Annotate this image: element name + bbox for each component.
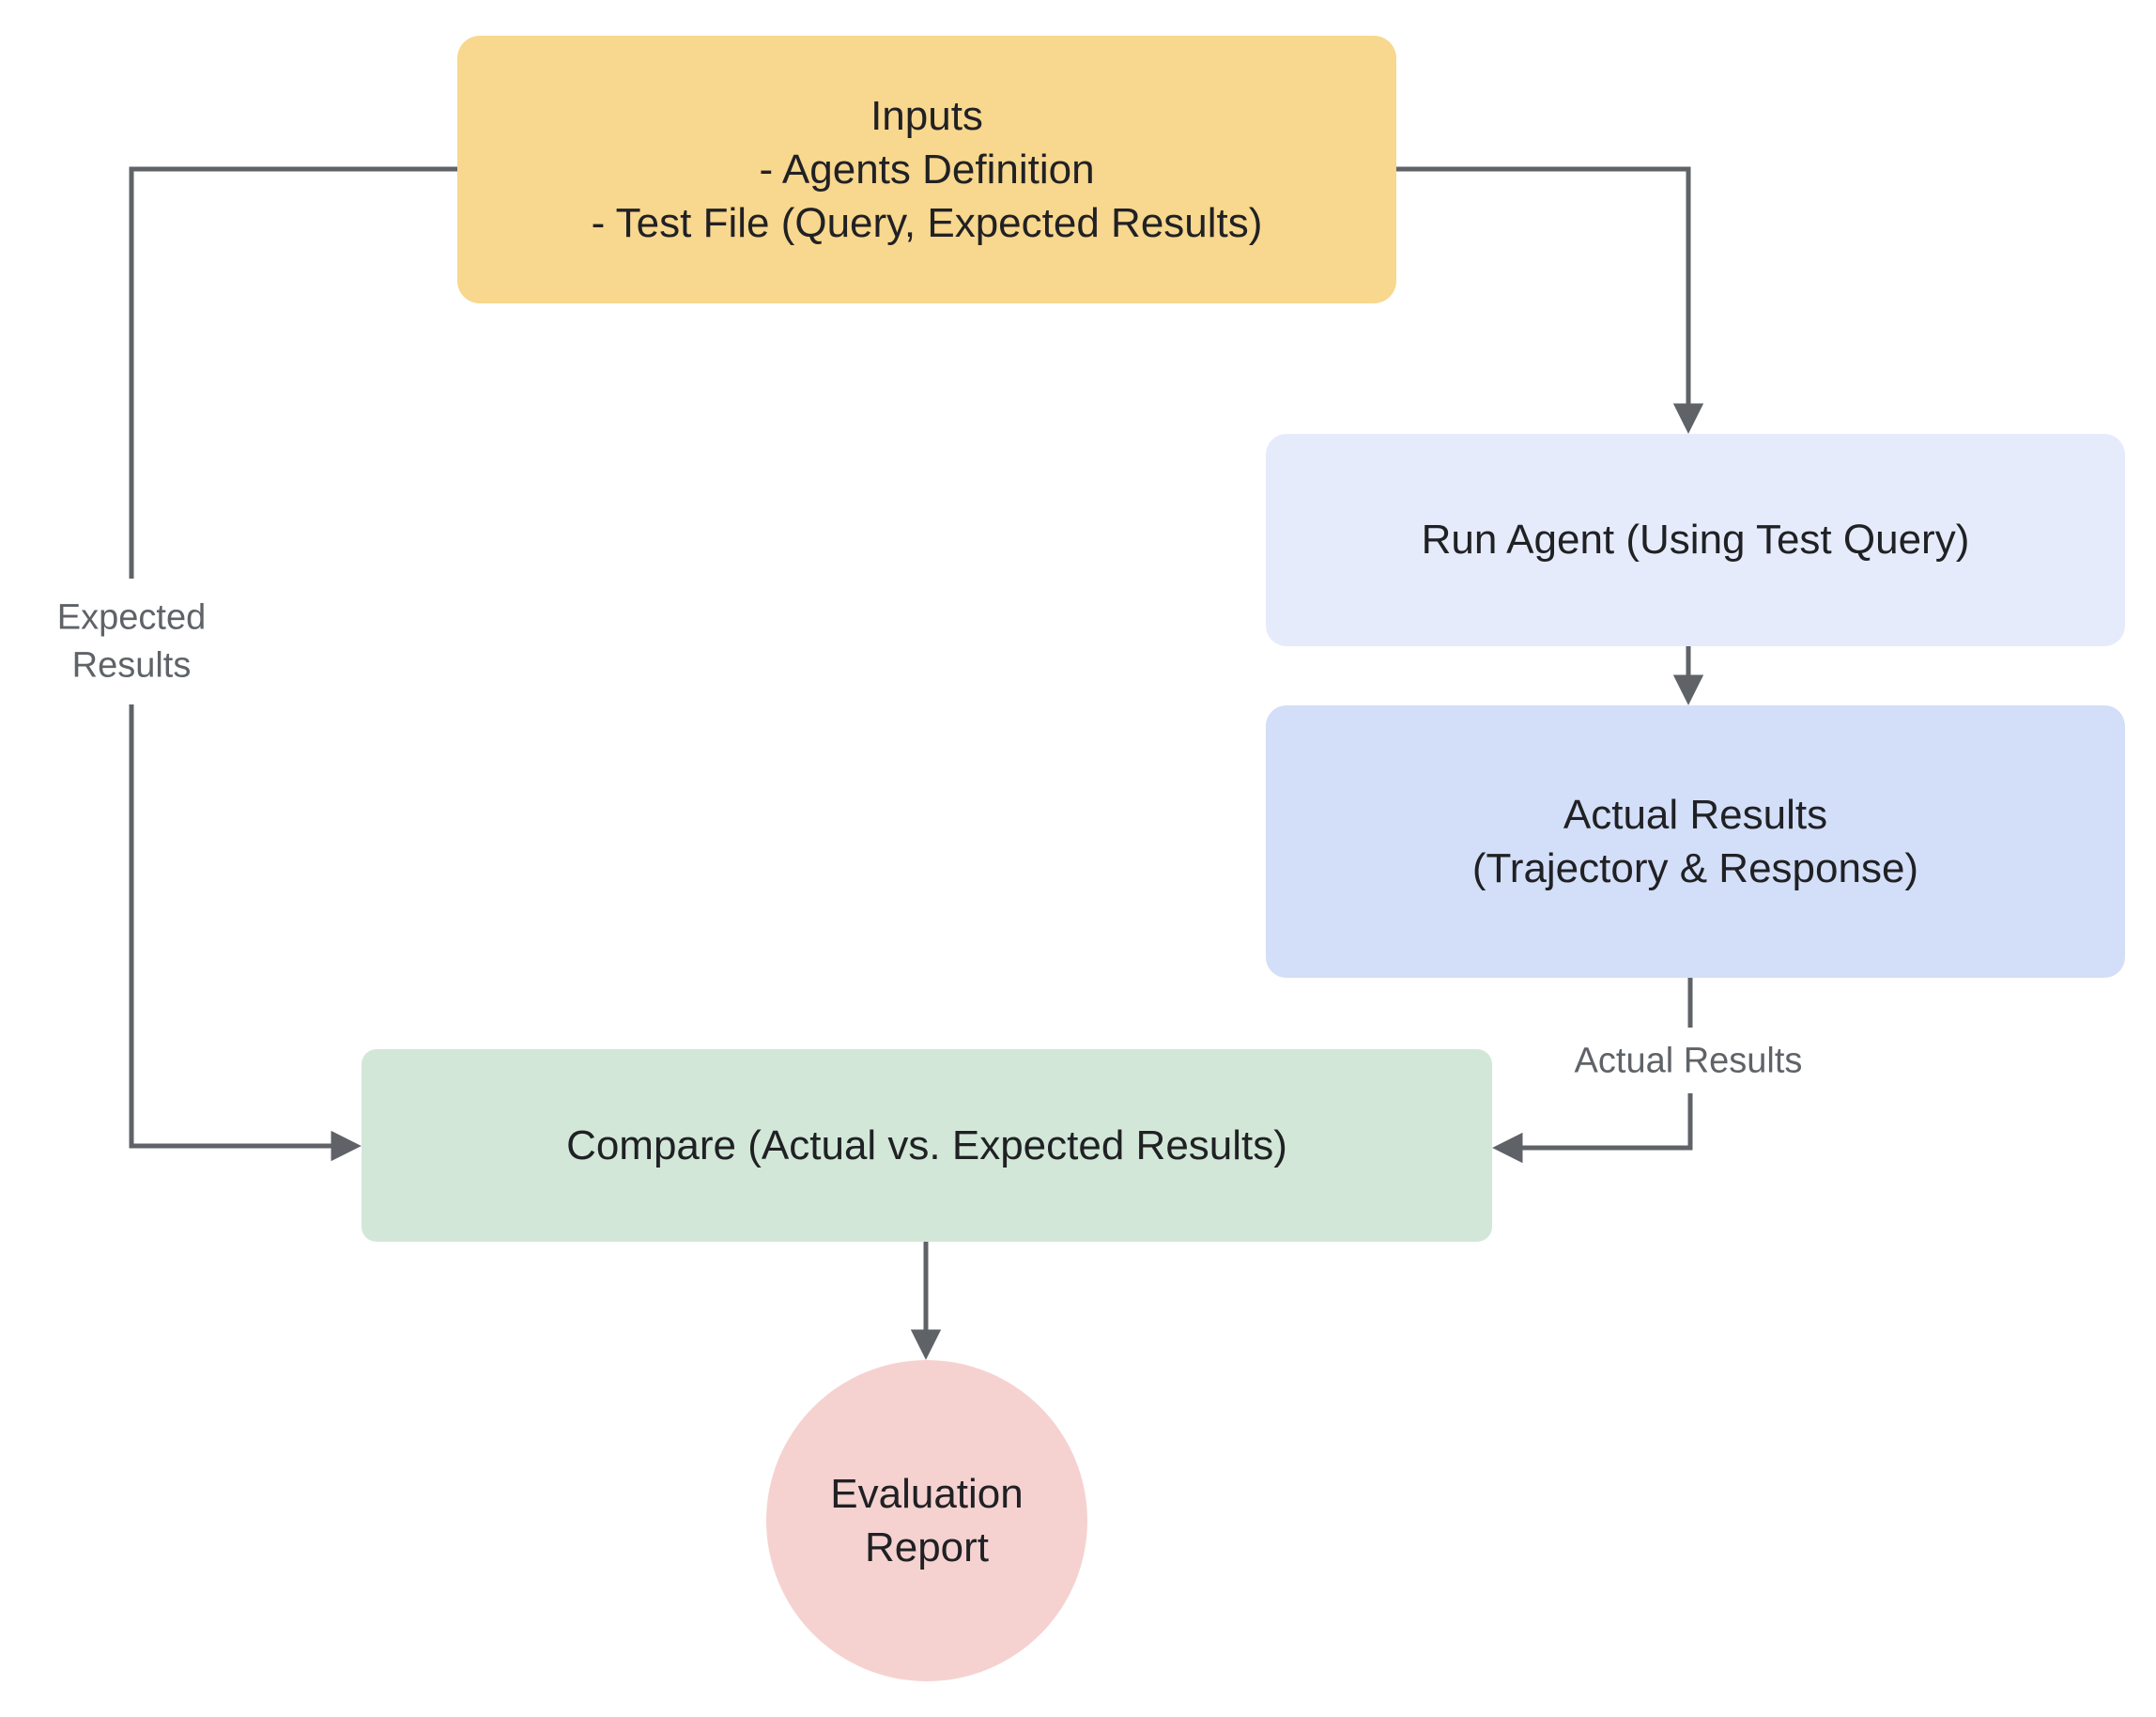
- compare-node: Compare (Actual vs. Expected Results): [362, 1049, 1492, 1242]
- expected-results-edge-label-line: Results: [71, 646, 192, 686]
- edge-inputs-to-run-agent: [1396, 166, 1704, 434]
- actual-results-node-line: Actual Results: [1563, 791, 1828, 838]
- evaluation-report-node-line: Report: [864, 1524, 990, 1570]
- actual-results-node: Actual Results (Trajectory & Response): [1266, 705, 2125, 978]
- evaluation-report-node: Evaluation Report: [766, 1360, 1087, 1681]
- actual-results-node-line: (Trajectory & Response): [1471, 845, 1919, 891]
- expected-results-edge-label: Expected Results: [56, 594, 207, 691]
- compare-node-label: Compare (Actual vs. Expected Results): [566, 1121, 1287, 1168]
- inputs-node-line: Inputs: [870, 92, 983, 139]
- actual-results-edge-label: Actual Results: [1574, 1037, 1803, 1086]
- edge-expected-results-lower: [129, 704, 362, 1162]
- inputs-node-line: - Test File (Query, Expected Results): [591, 200, 1263, 247]
- evaluation-report-node-line: Evaluation: [830, 1470, 1024, 1517]
- run-agent-node: Run Agent (Using Test Query): [1266, 434, 2125, 646]
- edge-actual-results-lower: [1492, 1093, 1693, 1164]
- expected-results-edge-label-line: Expected: [56, 597, 207, 638]
- actual-results-edge-label-line: Actual Results: [1574, 1041, 1803, 1081]
- run-agent-node-label: Run Agent (Using Test Query): [1421, 517, 1970, 564]
- inputs-node: Inputs - Agents Definition - Test File (…: [457, 36, 1396, 303]
- edge-expected-results-upper: [129, 166, 457, 579]
- inputs-node-line: - Agents Definition: [759, 146, 1095, 193]
